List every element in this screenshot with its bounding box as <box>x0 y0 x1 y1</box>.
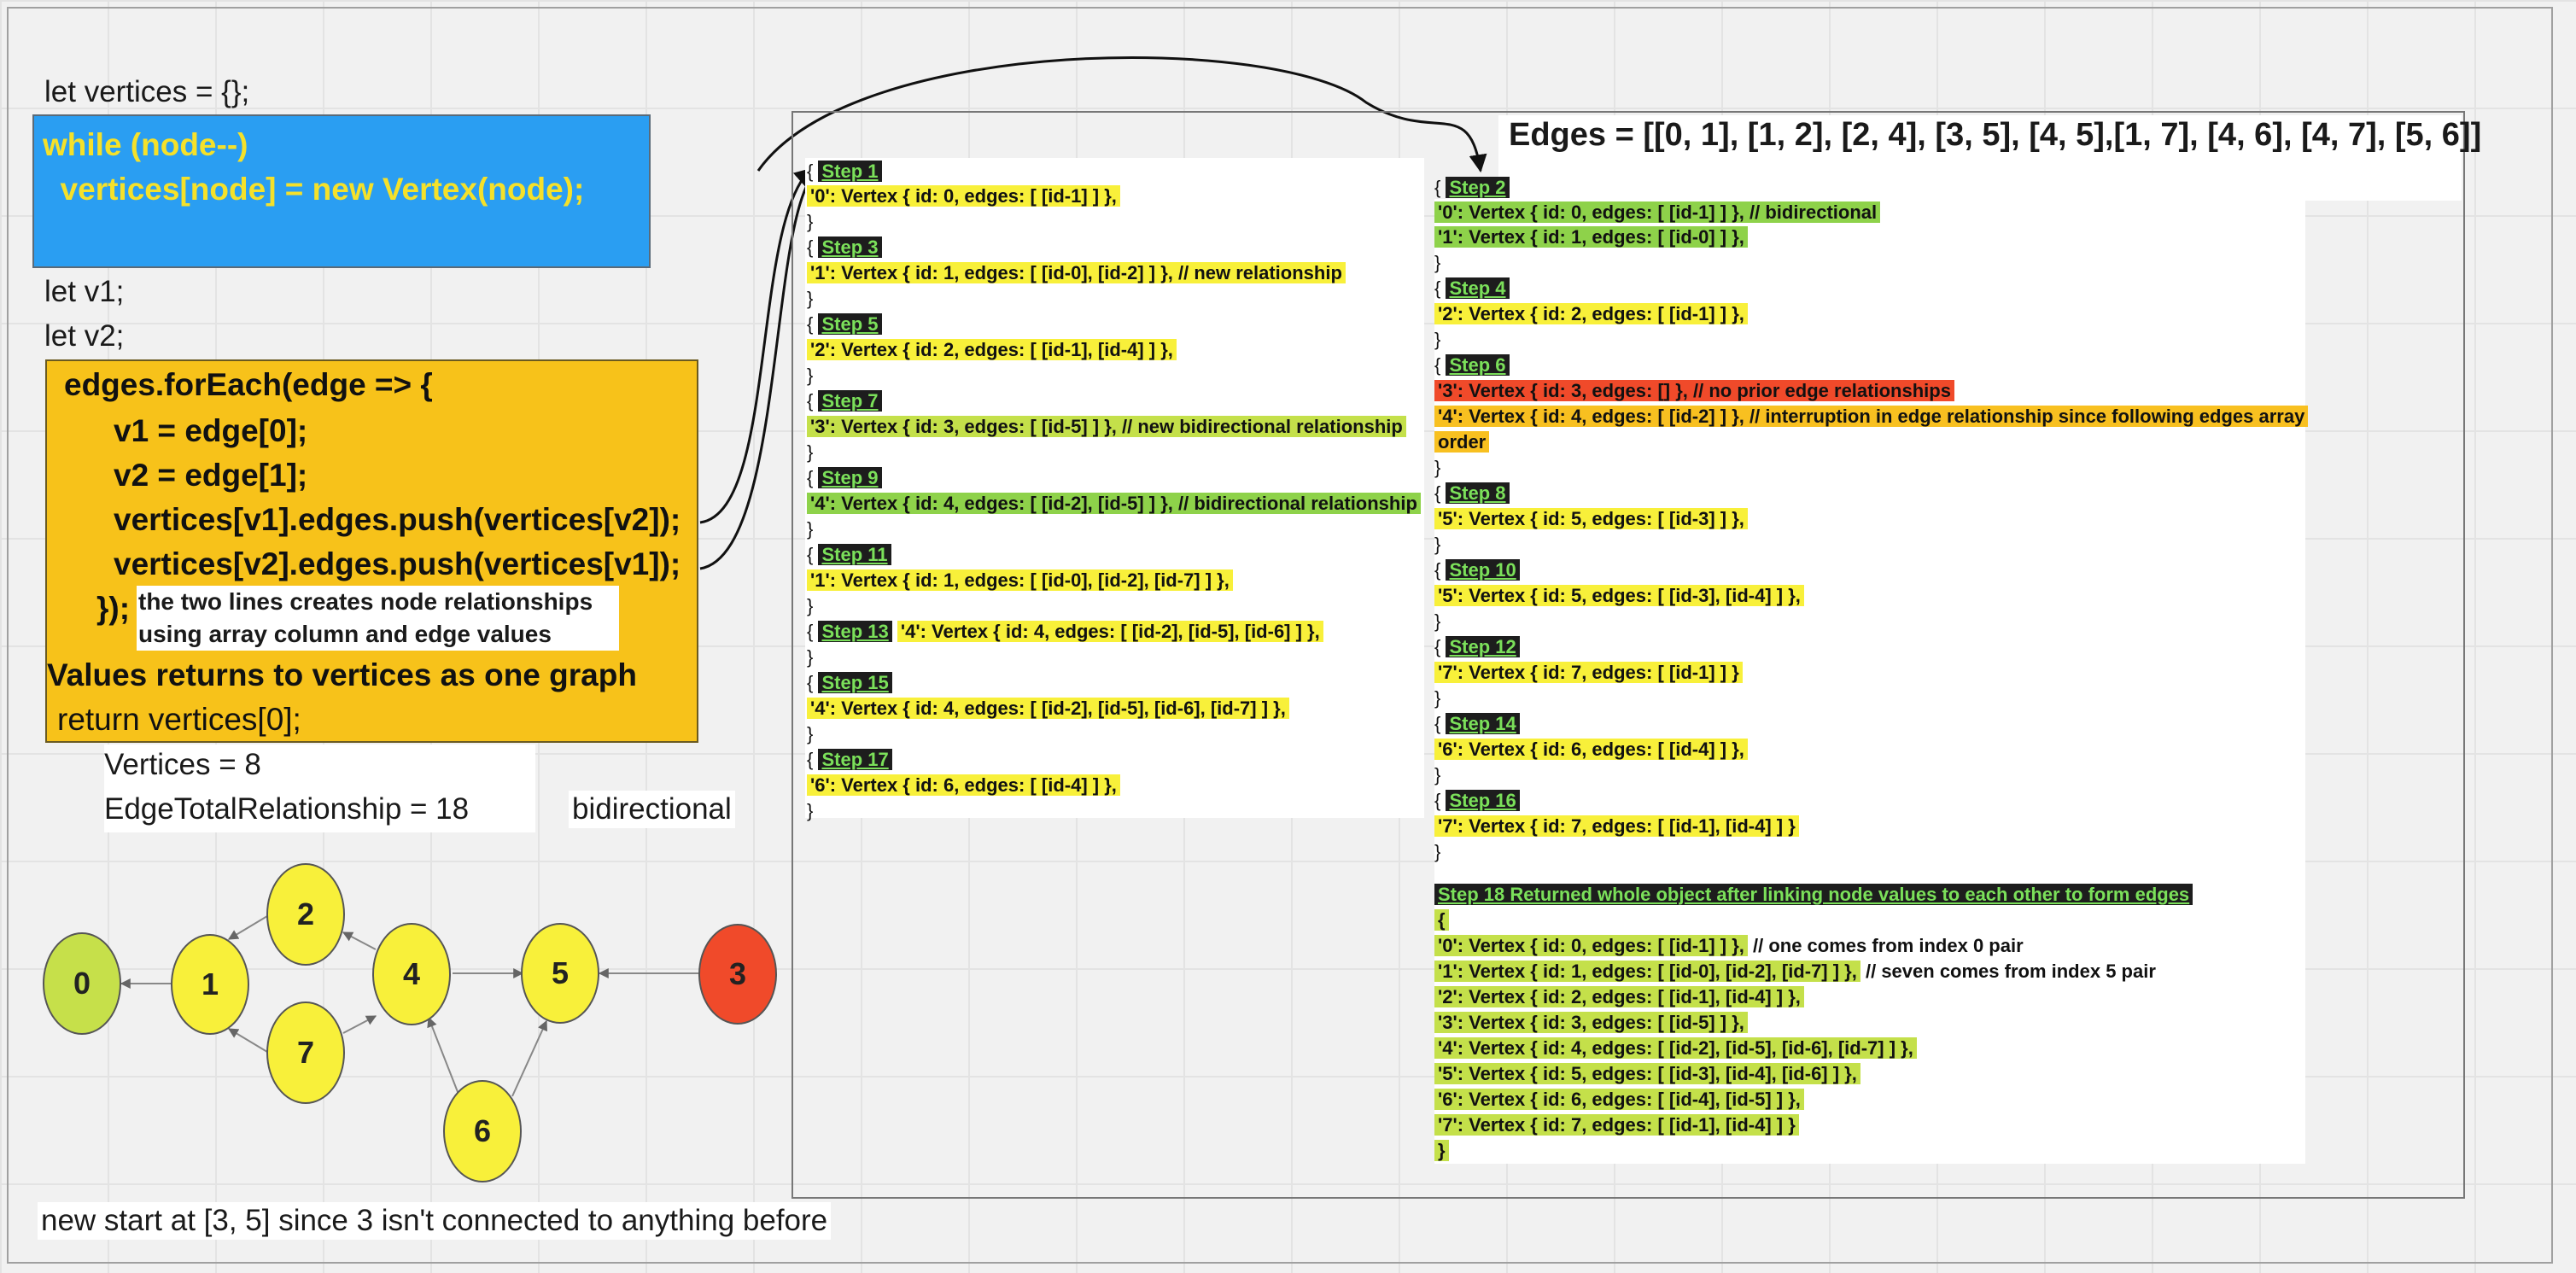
return-line: return vertices[0]; <box>57 702 301 737</box>
step-4-block: { Step 4 <box>1434 276 1510 301</box>
let-vertices-text[interactable]: let vertices = {}; <box>44 75 250 108</box>
step-8-block: { Step 8 <box>1434 481 1510 506</box>
step-15-block: { Step 15 <box>807 670 892 696</box>
step-17-line: '6': Vertex { id: 6, edges: [ [id-4] ] }… <box>807 774 1120 796</box>
step-18-title: Step 18 Returned whole object after link… <box>1434 884 2193 905</box>
graph-node-1[interactable]: 1 <box>171 934 249 1035</box>
foreach-close-line: }); <box>96 591 131 626</box>
graph-node-3[interactable]: 3 <box>698 924 777 1025</box>
step-7-line: '3': Vertex { id: 3, edges: [ [id-5] ] }… <box>807 416 1406 437</box>
step-10-line: '5': Vertex { id: 5, edges: [ [id-3], [i… <box>1434 585 1804 606</box>
bidirectional-label[interactable]: bidirectional <box>569 791 735 828</box>
step-11-block: { Step 11 <box>807 542 891 568</box>
step-5-line: '2': Vertex { id: 2, edges: [ [id-1], [i… <box>807 339 1177 360</box>
step-18-line-6: '6': Vertex { id: 6, edges: [ [id-4], [i… <box>1434 1089 1804 1110</box>
v1-assign-line: v1 = edge[0]; <box>114 413 308 448</box>
step-16-line: '7': Vertex { id: 7, edges: [ [id-1], [i… <box>1434 815 1799 837</box>
bottom-note[interactable]: new start at [3, 5] since 3 isn't connec… <box>38 1202 832 1240</box>
graph-node-6[interactable]: 6 <box>443 1080 522 1182</box>
step-5-block: { Step 5 <box>807 312 882 337</box>
step-2-line-1: '0': Vertex { id: 0, edges: [ [id-1] ] }… <box>1434 201 1881 223</box>
step-7-block: { Step 7 <box>807 388 882 414</box>
step-13-line: '4': Vertex { id: 4, edges: [ [id-2], [i… <box>897 621 1323 642</box>
step-6-line-orange: '4': Vertex { id: 4, edges: [ [id-2] ] }… <box>1434 406 2309 427</box>
v2-assign-line: v2 = edge[1]; <box>114 458 308 493</box>
step-18-line-0: '0': Vertex { id: 0, edges: [ [id-1] ] }… <box>1434 935 1748 956</box>
step-14-line: '6': Vertex { id: 6, edges: [ [id-4] ] }… <box>1434 739 1748 760</box>
values-returns-line: Values returns to vertices as one graph <box>47 657 637 692</box>
summary-box[interactable]: Vertices = 8 EdgeTotalRelationship = 18 <box>104 745 535 832</box>
step-3-block: { Step 3 <box>807 235 882 260</box>
let-v2-text[interactable]: let v2; <box>44 319 125 353</box>
step-6-line-orange-cont: order <box>1434 431 1490 453</box>
step-9-block: { Step 9 <box>807 465 882 491</box>
push-v2-line: vertices[v1].edges.push(vertices[v2]); <box>114 502 681 537</box>
step-2-block: { Step 2 <box>1434 175 1510 201</box>
step-18-line-7: '7': Vertex { id: 7, edges: [ [id-1], [i… <box>1434 1114 1799 1136</box>
steps-frame <box>791 111 2465 1199</box>
let-v1-text[interactable]: let v1; <box>44 275 125 308</box>
push-v1-line: vertices[v2].edges.push(vertices[v1]); <box>114 546 681 581</box>
edges-title-box[interactable]: Edges = [[0, 1], [1, 2], [2, 4], [3, 5],… <box>1498 115 2482 201</box>
step-12-block: { Step 12 <box>1434 634 1520 660</box>
right-steps-panel[interactable]: { Step 2 '0': Vertex { id: 0, edges: [ [… <box>1434 177 2309 1164</box>
while-loop-sticky[interactable]: while (node--) vertices[node] = new Vert… <box>32 114 651 268</box>
edge-total: EdgeTotalRelationship = 18 <box>104 792 470 826</box>
step-15-line: '4': Vertex { id: 4, edges: [ [id-2], [i… <box>807 698 1289 719</box>
edges-title: Edges = [[0, 1], [1, 2], [2, 4], [3, 5],… <box>1509 117 2482 153</box>
relationship-note[interactable]: the two lines creates node relationships… <box>137 586 619 651</box>
step-1-line: '0': Vertex { id: 0, edges: [ [id-1] ] }… <box>807 185 1120 207</box>
step-10-block: { Step 10 <box>1434 558 1520 583</box>
graph-node-4[interactable]: 4 <box>372 923 451 1025</box>
step-18-line-2: '2': Vertex { id: 2, edges: [ [id-1], [i… <box>1434 986 1804 1007</box>
step-6-line-red: '3': Vertex { id: 3, edges: [] }, // no … <box>1434 380 1954 401</box>
left-steps-panel[interactable]: { Step 1 '0': Vertex { id: 0, edges: [ [… <box>805 158 1424 821</box>
step-3-line: '1': Vertex { id: 1, edges: [ [id-0], [i… <box>807 262 1346 283</box>
foreach-sticky[interactable]: edges.forEach(edge => { v1 = edge[0]; v2… <box>45 359 698 743</box>
step-9-line: '4': Vertex { id: 4, edges: [ [id-2], [i… <box>807 493 1421 514</box>
step-18-line-1: '1': Vertex { id: 1, edges: [ [id-0], [i… <box>1434 961 1860 982</box>
while-line: while (node--) <box>43 127 248 162</box>
step-18-line-4: '4': Vertex { id: 4, edges: [ [id-2], [i… <box>1434 1037 1917 1059</box>
whiteboard-frame <box>7 7 2553 1264</box>
step-6-block: { Step 6 <box>1434 353 1510 378</box>
graph-node-0[interactable]: 0 <box>43 932 121 1035</box>
step-12-line: '7': Vertex { id: 7, edges: [ [id-1] ] } <box>1434 662 1743 683</box>
step-8-line: '5': Vertex { id: 5, edges: [ [id-3] ] }… <box>1434 508 1748 529</box>
vertex-create-line: vertices[node] = new Vertex(node); <box>43 172 585 207</box>
graph-node-7[interactable]: 7 <box>266 1001 345 1104</box>
step-18-line-3: '3': Vertex { id: 3, edges: [ [id-5] ] }… <box>1434 1012 1748 1033</box>
step-11-line: '1': Vertex { id: 1, edges: [ [id-0], [i… <box>807 569 1233 591</box>
step-16-block: { Step 16 <box>1434 788 1520 814</box>
graph-node-2[interactable]: 2 <box>266 863 345 966</box>
graph-node-5[interactable]: 5 <box>521 923 599 1024</box>
step-13-block: { Step 13 '4': Vertex { id: 4, edges: [ … <box>807 619 1323 645</box>
step-1-block: { Step 1 <box>807 159 882 184</box>
step-18-line-5: '5': Vertex { id: 5, edges: [ [id-3], [i… <box>1434 1063 1860 1084</box>
step-17-block: { Step 17 <box>807 747 892 773</box>
note-line-1: the two lines creates node relationships <box>138 588 593 615</box>
step-4-line: '2': Vertex { id: 2, edges: [ [id-1] ] }… <box>1434 303 1748 324</box>
foreach-line: edges.forEach(edge => { <box>64 367 433 402</box>
step-14-block: { Step 14 <box>1434 711 1520 737</box>
note-line-2: using array column and edge values <box>138 621 552 647</box>
vertices-count: Vertices = 8 <box>104 748 261 781</box>
step-2-line-2: '1': Vertex { id: 1, edges: [ [id-0] ] }… <box>1434 226 1748 248</box>
